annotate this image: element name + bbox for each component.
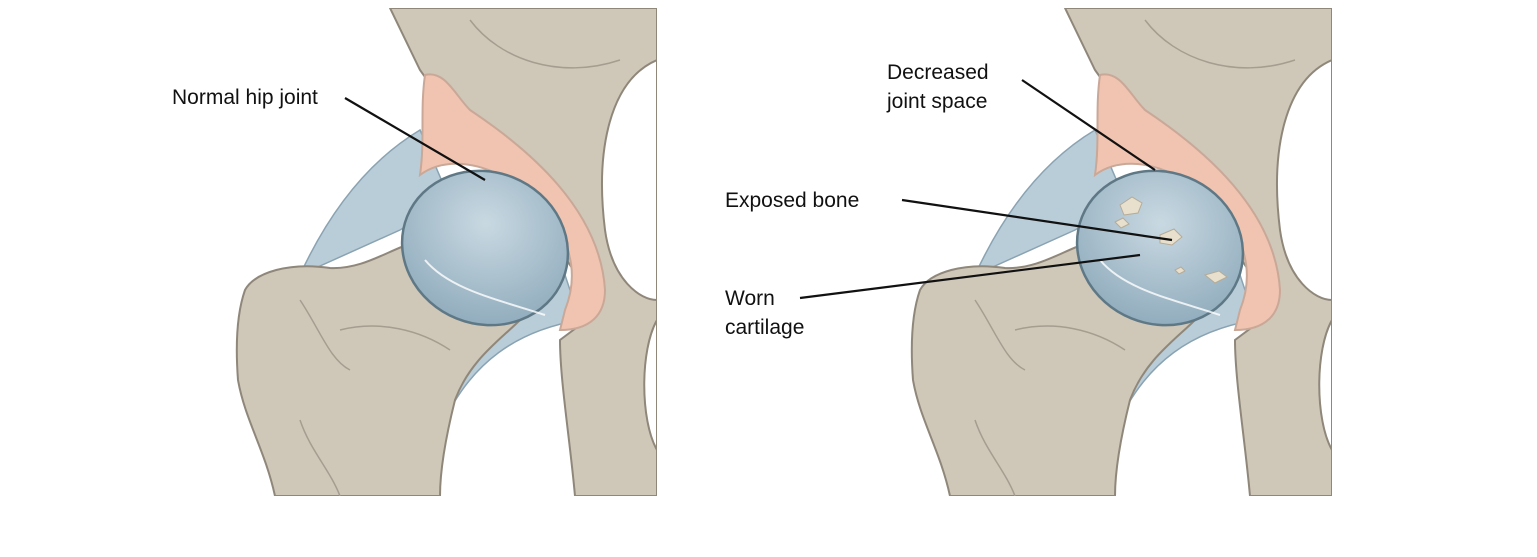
label-worn-cartilage: Worn cartilage (725, 284, 804, 342)
label-normal-hip-joint: Normal hip joint (172, 86, 318, 109)
normal-hip-drawing (235, 8, 657, 496)
leader-lines (344, 79, 1173, 300)
exposed-bone-patches (1114, 196, 1228, 284)
label-line: joint space (887, 90, 988, 113)
label-line: Decreased (887, 61, 989, 84)
label-decreased-joint-space: Decreased joint space (887, 58, 989, 116)
label-exposed-bone: Exposed bone (725, 189, 860, 212)
osteoarthritis-hip-drawing (910, 8, 1332, 496)
label-line: Worn (725, 287, 775, 310)
label-line: cartilage (725, 316, 805, 339)
